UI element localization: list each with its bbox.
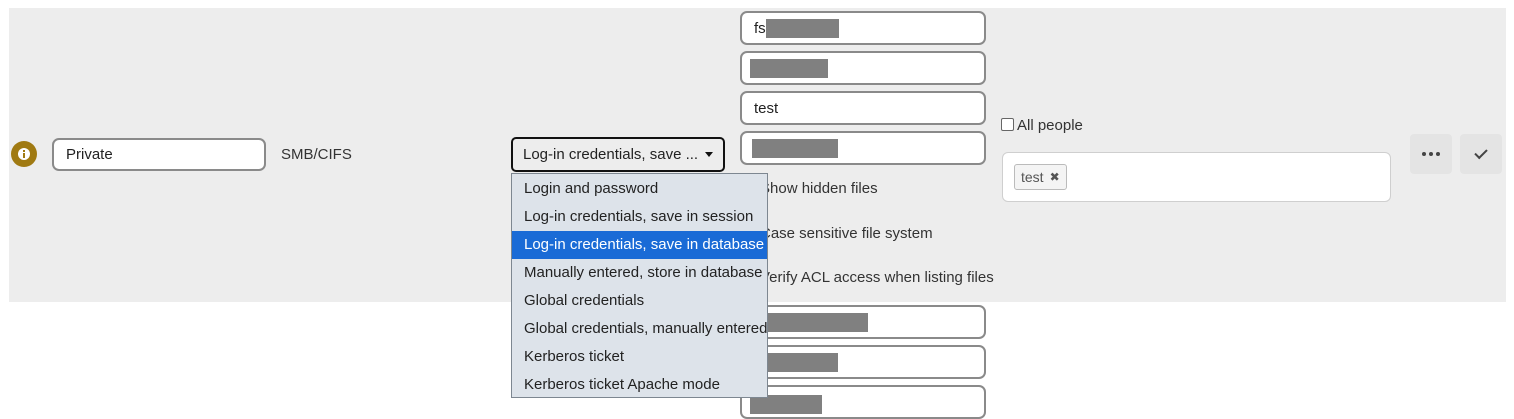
root-input[interactable]: test [740,91,986,125]
all-people-option[interactable]: All people [1001,117,1083,134]
applicable-tag: test ✖ [1014,164,1067,190]
share-input[interactable] [740,51,986,85]
all-people-label: All people [1017,117,1083,134]
config-input-5[interactable] [740,305,986,339]
host-input[interactable]: fs [740,11,986,45]
root-value: test [754,99,779,117]
config-input-7[interactable] [740,385,986,419]
caret-down-icon [705,152,713,157]
backend-label: SMB/CIFS [281,146,352,163]
tag-label: test [1021,169,1044,185]
auth-option-manual-db[interactable]: Manually entered, store in database [524,264,763,281]
auth-option-session[interactable]: Log-in credentials, save in session [524,208,754,225]
mount-name-value: Private [66,146,113,163]
redacted-block [750,58,828,78]
applicable-users-input[interactable]: test ✖ [1002,152,1391,202]
auth-options-list: Login and password Log-in credentials, s… [511,173,768,398]
redacted-block [752,138,838,158]
info-icon[interactable] [11,141,37,167]
config-input-6[interactable] [740,345,986,379]
save-row-button[interactable] [1460,134,1502,174]
redacted-block [752,352,838,372]
host-prefix: fs [754,19,766,37]
mount-name-input[interactable]: Private [52,138,266,171]
auth-selected-value: Log-in credentials, save ... [523,146,699,163]
domain-input[interactable] [740,131,986,165]
auth-option-login-password[interactable]: Login and password [524,180,659,197]
auth-option-database[interactable]: Log-in credentials, save in database [512,231,767,259]
option-verify-acl[interactable]: Verify ACL access when listing files [744,269,994,286]
remove-tag-icon[interactable]: ✖ [1049,170,1060,184]
auth-option-kerberos-apache[interactable]: Kerberos ticket Apache mode [524,376,720,393]
auth-mechanism-select[interactable]: Log-in credentials, save ... [511,137,725,172]
auth-option-kerberos[interactable]: Kerberos ticket [524,348,625,365]
auth-option-global[interactable]: Global credentials [524,292,645,309]
ellipsis-icon [1422,152,1440,156]
redacted-block [765,18,839,38]
option-case-sensitive[interactable]: Case sensitive file system [744,225,933,242]
check-icon [1474,145,1488,160]
redacted-block [752,312,868,332]
all-people-checkbox[interactable] [1001,118,1014,131]
more-actions-button[interactable] [1410,134,1452,174]
auth-option-global-manual[interactable]: Global credentials, manually entered [524,320,768,337]
